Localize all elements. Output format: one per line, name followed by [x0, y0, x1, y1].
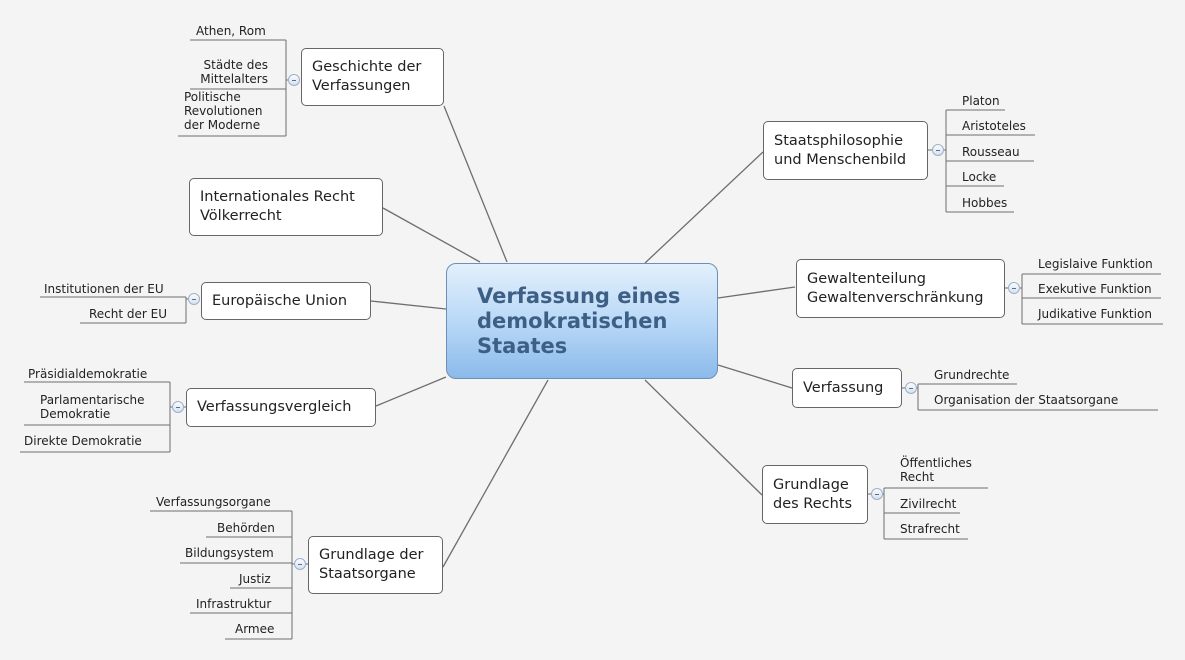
subtopic[interactable]: Recht der EU [89, 307, 168, 321]
subtopic[interactable]: Institutionen der EU [44, 282, 164, 296]
topic-verfassung[interactable]: Verfassung [792, 368, 902, 408]
subtopic[interactable]: Platon [962, 94, 1000, 108]
subtopic[interactable]: Städte des Mittelalters [200, 58, 268, 86]
subtopic[interactable]: Hobbes [962, 196, 1008, 210]
subtopic[interactable]: Zivilrecht [900, 497, 957, 511]
subtopic[interactable]: Parlamentarische Demokratie [40, 393, 145, 421]
subtopic[interactable]: Athen, Rom [196, 24, 266, 38]
subtopic[interactable]: Bildungsystem [185, 546, 274, 560]
subtopic[interactable]: Strafrecht [900, 522, 960, 536]
topic-internationales-recht[interactable]: Internationales Recht Völkerrecht [189, 178, 383, 236]
subtopic[interactable]: Öffentliches Recht [900, 456, 972, 484]
topic-verfassungsvergleich[interactable]: Verfassungsvergleich [186, 388, 376, 427]
topic-grundlage-rechts[interactable]: Grundlage des Rechts [762, 465, 868, 524]
subtopic[interactable]: Armee [235, 622, 275, 636]
subtopic[interactable]: Rousseau [962, 145, 1020, 159]
collapse-toggle-icon[interactable] [1008, 282, 1020, 294]
subtopic[interactable]: Direkte Demokratie [24, 434, 142, 448]
topic-geschichte[interactable]: Geschichte der Verfassungen [301, 48, 444, 106]
subtopic[interactable]: Präsidialdemokratie [28, 367, 148, 381]
subtopic[interactable]: Grundrechte [934, 368, 1010, 382]
subtopic[interactable]: Legislaive Funktion [1038, 257, 1153, 271]
topic-europaeische-union[interactable]: Europäische Union [201, 282, 371, 320]
subtopic[interactable]: Behörden [217, 521, 275, 535]
collapse-toggle-icon[interactable] [905, 382, 917, 394]
central-topic-label: Verfassung eines demokratischen Staates [477, 284, 681, 358]
subtopic[interactable]: Justiz [239, 572, 271, 586]
subtopic[interactable]: Verfassungsorgane [156, 495, 271, 509]
subtopic[interactable]: Exekutive Funktion [1038, 282, 1152, 296]
collapse-toggle-icon[interactable] [932, 144, 944, 156]
subtopic[interactable]: Organisation der Staatsorgane [934, 393, 1119, 407]
topic-gewaltenteilung[interactable]: Gewaltenteilung Gewaltenverschränkung [796, 259, 1005, 318]
central-topic[interactable]: Verfassung eines demokratischen Staates [446, 263, 718, 379]
collapse-toggle-icon[interactable] [871, 488, 883, 500]
subtopic[interactable]: Infrastruktur [196, 597, 272, 611]
topic-staatsphilosophie[interactable]: Staatsphilosophie und Menschenbild [763, 121, 928, 180]
collapse-toggle-icon[interactable] [294, 558, 306, 570]
subtopic[interactable]: Aristoteles [962, 119, 1026, 133]
subtopic[interactable]: Judikative Funktion [1038, 307, 1152, 321]
topic-grundlage-staatsorgane[interactable]: Grundlage der Staatsorgane [308, 536, 443, 594]
subtopic[interactable]: Politische Revolutionen der Moderne [184, 90, 263, 132]
collapse-toggle-icon[interactable] [172, 401, 184, 413]
subtopic[interactable]: Locke [962, 170, 997, 184]
collapse-toggle-icon[interactable] [188, 293, 200, 305]
collapse-toggle-icon[interactable] [288, 74, 300, 86]
